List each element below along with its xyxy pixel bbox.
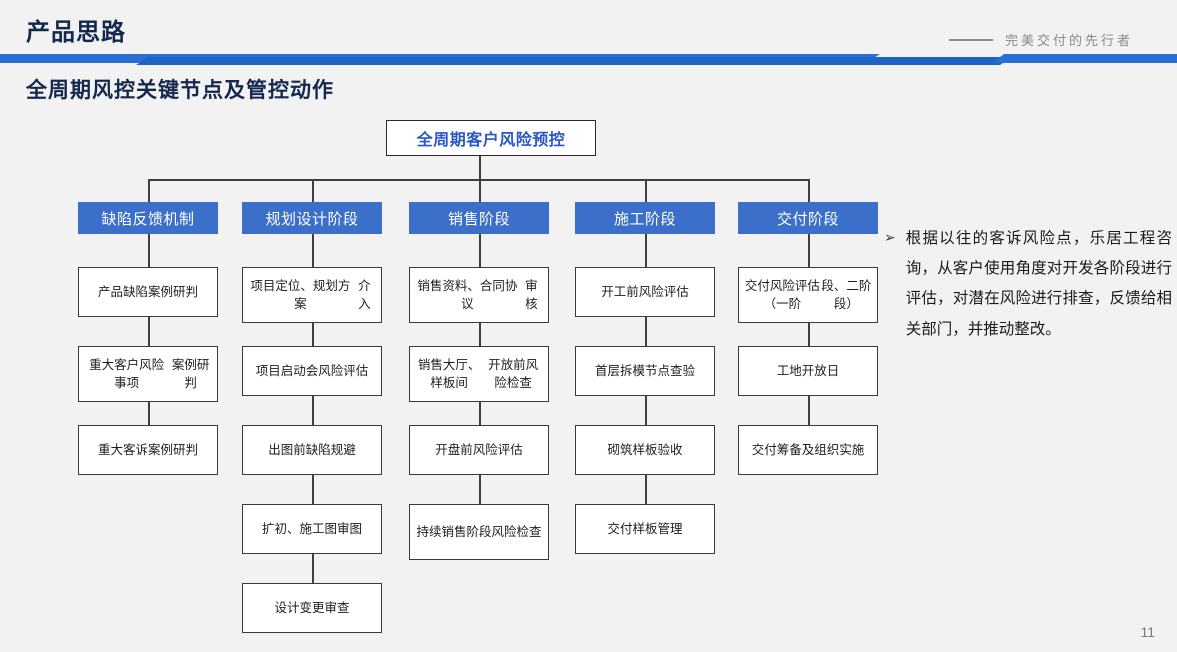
connector-vertical bbox=[808, 396, 810, 425]
connector-vertical bbox=[148, 402, 150, 425]
connector-vertical bbox=[645, 179, 647, 202]
node-box[interactable]: 设计变更审查 bbox=[242, 583, 382, 633]
connector-vertical bbox=[479, 323, 481, 346]
page-title: 产品思路 bbox=[26, 19, 126, 46]
connector-vertical bbox=[808, 234, 810, 267]
node-box[interactable]: 交付筹备及组织实施 bbox=[738, 425, 878, 475]
connector-vertical bbox=[148, 317, 150, 346]
stage-header-3[interactable]: 销售阶段 bbox=[409, 202, 549, 234]
connector-vertical bbox=[148, 179, 150, 202]
node-box[interactable]: 项目启动会风险评估 bbox=[242, 346, 382, 396]
connector-vertical bbox=[479, 156, 481, 179]
connector-vertical bbox=[479, 179, 481, 202]
stage-header-1[interactable]: 缺陷反馈机制 bbox=[78, 202, 218, 234]
node-box[interactable]: 砌筑样板验收 bbox=[575, 425, 715, 475]
side-note: ➢ 根据以往的客诉风险点，乐居工程咨询，从客户使用角度对开发各阶段进行评估，对潜… bbox=[884, 224, 1172, 345]
connector-vertical bbox=[312, 475, 314, 504]
node-box[interactable]: 交付风险评估（一阶段、二阶段） bbox=[738, 267, 878, 323]
side-note-text: 根据以往的客诉风险点，乐居工程咨询，从客户使用角度对开发各阶段进行评估，对潜在风… bbox=[905, 230, 1172, 338]
node-box[interactable]: 出图前缺陷规避 bbox=[242, 425, 382, 475]
connector-vertical bbox=[312, 179, 314, 202]
connector-vertical bbox=[479, 402, 481, 425]
connector-vertical bbox=[645, 475, 647, 504]
connector-vertical bbox=[645, 317, 647, 346]
tagline: 完美交付的先行者 bbox=[948, 30, 1133, 49]
tagline-dash-icon bbox=[948, 38, 993, 41]
connector-vertical bbox=[312, 554, 314, 583]
divider-main-bar bbox=[136, 57, 1012, 65]
node-box[interactable]: 工地开放日 bbox=[738, 346, 878, 396]
divider-right-bar bbox=[992, 54, 1177, 63]
stage-header-4[interactable]: 施工阶段 bbox=[575, 202, 715, 234]
connector-vertical bbox=[312, 396, 314, 425]
node-box[interactable]: 扩初、施工图审图 bbox=[242, 504, 382, 554]
connector-vertical bbox=[808, 179, 810, 202]
node-box[interactable]: 产品缺陷案例研判 bbox=[78, 267, 218, 317]
connector-vertical bbox=[479, 234, 481, 267]
connector-vertical bbox=[148, 234, 150, 267]
tagline-text: 完美交付的先行者 bbox=[1004, 33, 1133, 48]
connector-vertical bbox=[645, 234, 647, 267]
node-box[interactable]: 销售大厅、样板间开放前风险检查 bbox=[409, 346, 549, 402]
page-subtitle: 全周期风控关键节点及管控动作 bbox=[26, 79, 334, 102]
connector-vertical bbox=[645, 396, 647, 425]
node-box[interactable]: 销售资料、合同协议审核 bbox=[409, 267, 549, 323]
node-box[interactable]: 交付样板管理 bbox=[575, 504, 715, 554]
page-number: 11 bbox=[1140, 624, 1155, 640]
node-box[interactable]: 首层拆模节点查验 bbox=[575, 346, 715, 396]
node-box[interactable]: 开工前风险评估 bbox=[575, 267, 715, 317]
connector-vertical bbox=[808, 323, 810, 346]
stage-header-5[interactable]: 交付阶段 bbox=[738, 202, 878, 234]
bullet-arrow-icon: ➢ bbox=[884, 229, 896, 245]
stage-header-2[interactable]: 规划设计阶段 bbox=[242, 202, 382, 234]
header-divider bbox=[0, 54, 1177, 65]
connector-vertical bbox=[312, 323, 314, 346]
node-box[interactable]: 重大客户风险事项案例研判 bbox=[78, 346, 218, 402]
connector-vertical bbox=[479, 475, 481, 504]
node-box[interactable]: 项目定位、规划方案介入 bbox=[242, 267, 382, 323]
diagram-root-box: 全周期客户风险预控 bbox=[386, 120, 596, 156]
connector-horizontal bbox=[148, 179, 808, 181]
node-box[interactable]: 开盘前风险评估 bbox=[409, 425, 549, 475]
node-box[interactable]: 持续销售阶段风险检查 bbox=[409, 504, 549, 560]
connector-vertical bbox=[312, 234, 314, 267]
node-box[interactable]: 重大客诉案例研判 bbox=[78, 425, 218, 475]
